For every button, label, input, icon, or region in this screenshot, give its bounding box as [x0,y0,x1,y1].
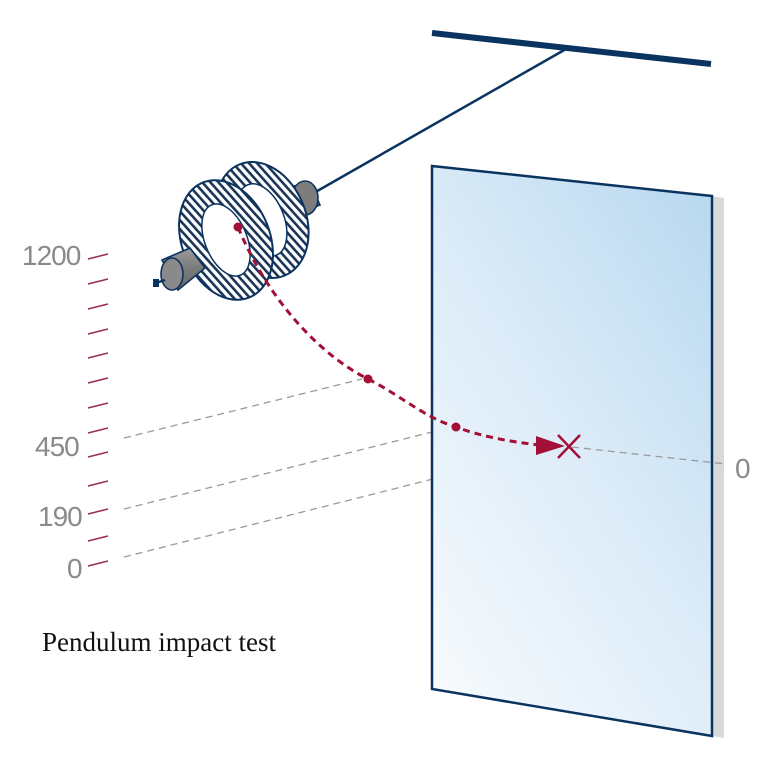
scale-tick [87,451,109,458]
scale-label-1200: 1200 [22,240,81,271]
twin-tyre-impactor-icon [153,160,322,301]
scale-tick [87,560,109,567]
diagram-caption: Pendulum impact test [42,627,276,657]
trajectory-point-mid [363,374,373,384]
impact-trajectory [233,222,581,459]
panel-shadow [712,196,724,738]
trajectory-path [236,226,541,447]
pendulum-cable [311,47,567,196]
scale-tick [87,253,109,260]
guide-line-right-0 [571,446,727,465]
scale-tick [87,402,109,409]
support-beam [431,30,712,67]
scale-tick [87,303,109,310]
scale-tick [87,328,109,335]
impact-cross-icon [557,434,581,459]
scale-tick [87,352,109,359]
scale-tick [87,480,109,487]
height-scale [87,253,109,567]
guide-line-190 [123,427,449,510]
scale-tick [87,508,109,515]
scale-tick [87,427,109,434]
trajectory-point-low [451,422,461,432]
height-guide-lines [123,378,541,558]
scale-tick [87,377,109,384]
guide-line-450 [123,378,363,439]
trajectory-point-start [233,222,243,232]
scale-tick [87,535,109,542]
right-label-0: 0 [735,453,750,484]
scale-label-0: 0 [67,553,82,584]
trajectory-arrowhead [536,436,565,455]
scale-label-450: 450 [35,431,79,462]
scale-tick [87,278,109,285]
scale-label-190: 190 [38,501,82,532]
